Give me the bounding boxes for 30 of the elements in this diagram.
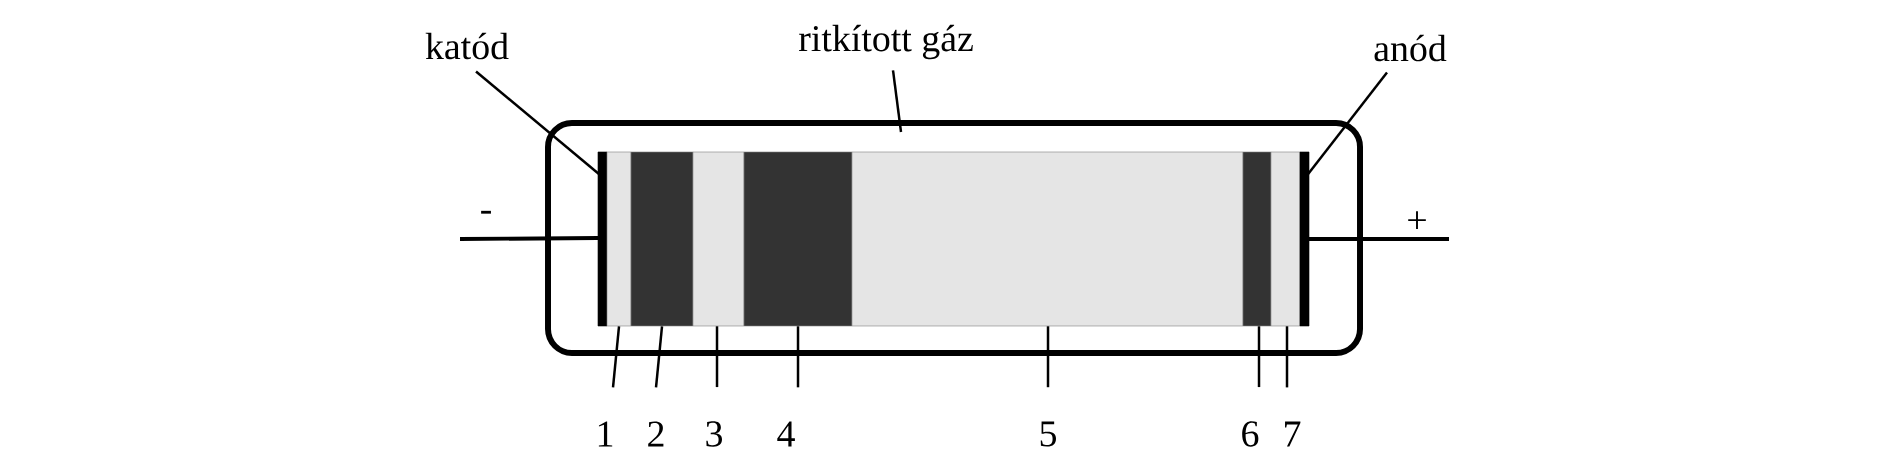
leader-line — [1257, 326, 1261, 388]
electrode — [597, 151, 608, 327]
callout-number: 6 — [1242, 421, 1259, 447]
glow-band — [851, 151, 1244, 327]
leader-line — [654, 326, 664, 388]
leader-line — [1285, 326, 1289, 388]
glow-band — [630, 151, 694, 327]
glow-band — [1242, 151, 1272, 327]
callout-number: 3 — [706, 421, 722, 447]
leader-line — [1046, 326, 1050, 388]
callout-number: 2 — [648, 421, 664, 447]
label-text: ritkított gáz — [799, 24, 973, 60]
glow-band — [692, 151, 745, 327]
callout-number: 5 — [1040, 421, 1056, 447]
polarity-sign: + — [1408, 211, 1426, 229]
leader-line — [611, 326, 621, 388]
leader-line — [796, 326, 800, 388]
callout-number: 7 — [1285, 421, 1301, 447]
glow-band — [1270, 151, 1301, 327]
electrode — [1299, 151, 1310, 327]
leader-line — [715, 326, 719, 388]
label-text: katód — [425, 32, 509, 60]
glow-band — [606, 151, 632, 327]
label-text: anód — [1374, 34, 1447, 62]
polarity-sign: - — [481, 210, 491, 214]
callout-number: 1 — [598, 421, 613, 447]
glass-tube — [545, 120, 1363, 356]
leader-line — [891, 70, 903, 133]
callout-number: 4 — [777, 421, 795, 447]
glow-band — [743, 151, 853, 327]
